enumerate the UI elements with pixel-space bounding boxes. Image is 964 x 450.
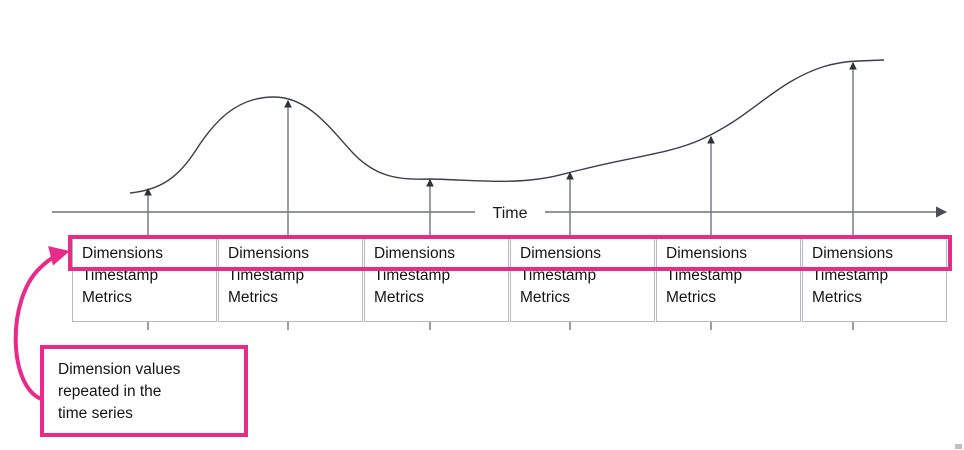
record-box: Dimensions Timestamp Metrics — [510, 237, 655, 322]
time-label-backdrop — [475, 202, 545, 222]
callout-connector-arrow — [13, 246, 70, 402]
record-box: Dimensions Timestamp Metrics — [656, 237, 801, 322]
record-field-timestamp: Timestamp — [374, 267, 451, 284]
time-series-curve — [129, 59, 885, 194]
callout-line-1: Dimension values — [58, 361, 181, 378]
record-field-metrics: Metrics — [520, 289, 570, 306]
record-box: Dimensions Timestamp Metrics — [218, 237, 363, 322]
record-field-dimensions: Dimensions — [374, 245, 455, 262]
record-field-timestamp: Timestamp — [228, 267, 305, 284]
record-field-dimensions: Dimensions — [228, 245, 309, 262]
record-box: Dimensions Timestamp Metrics — [72, 237, 217, 322]
record-field-dimensions: Dimensions — [812, 245, 893, 262]
record-field-metrics: Metrics — [228, 289, 278, 306]
record-field-dimensions: Dimensions — [666, 245, 747, 262]
record-field-dimensions: Dimensions — [82, 245, 163, 262]
record-box: Dimensions Timestamp Metrics — [802, 237, 947, 322]
record-field-metrics: Metrics — [374, 289, 424, 306]
corner-artifact-mark — [955, 444, 962, 449]
record-field-timestamp: Timestamp — [666, 267, 743, 284]
record-field-metrics: Metrics — [82, 289, 132, 306]
callout-line-3: time series — [58, 405, 133, 422]
callout-box: Dimension values repeated in the time se… — [40, 345, 248, 437]
record-field-metrics: Metrics — [666, 289, 716, 306]
record-field-timestamp: Timestamp — [520, 267, 597, 284]
record-field-timestamp: Timestamp — [82, 267, 159, 284]
callout-line-2: repeated in the — [58, 383, 162, 400]
record-field-dimensions: Dimensions — [520, 245, 601, 262]
record-box: Dimensions Timestamp Metrics — [364, 237, 509, 322]
record-field-timestamp: Timestamp — [812, 267, 889, 284]
record-field-metrics: Metrics — [812, 289, 862, 306]
time-axis-label: Time — [493, 205, 528, 222]
